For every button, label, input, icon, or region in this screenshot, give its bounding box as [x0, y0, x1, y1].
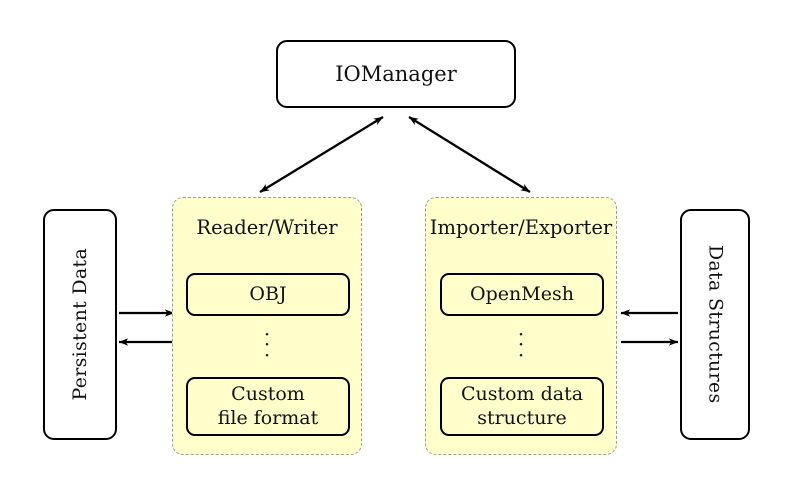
- panel-reader-writer[interactable]: Reader/Writer OBJ ··· Custom file format: [172, 197, 362, 455]
- custom-data-structure-line1: Custom data: [460, 383, 584, 406]
- custom-data-structure-line2: structure: [477, 406, 567, 429]
- node-persistent-data[interactable]: Persistent Data: [43, 209, 117, 440]
- custom-file-format-label: Custom file format: [218, 383, 319, 429]
- custom-data-structure-label: Custom data structure: [461, 383, 583, 429]
- node-custom-data-structure[interactable]: Custom data structure: [440, 377, 604, 436]
- persistent-data-label: Persistent Data: [68, 248, 91, 401]
- panel-reader-writer-title: Reader/Writer: [196, 216, 338, 239]
- iomanager-label: IOManager: [335, 61, 457, 86]
- reader-writer-ellipsis-icon: ···: [263, 322, 271, 367]
- panel-importer-exporter-title: Importer/Exporter: [429, 216, 613, 239]
- obj-label: OBJ: [249, 282, 287, 305]
- connector-iomanager-importerexporter: [408, 116, 531, 193]
- openmesh-label: OpenMesh: [470, 282, 574, 305]
- node-openmesh[interactable]: OpenMesh: [440, 273, 604, 316]
- panel-importer-exporter[interactable]: Importer/Exporter OpenMesh ··· Custom da…: [425, 197, 617, 455]
- importer-exporter-ellipsis-icon: ···: [517, 322, 525, 367]
- data-structures-label: Data Structures: [704, 245, 727, 404]
- custom-file-format-line1: Custom: [231, 383, 305, 406]
- node-obj[interactable]: OBJ: [186, 273, 350, 316]
- node-custom-file-format[interactable]: Custom file format: [186, 377, 350, 436]
- node-iomanager[interactable]: IOManager: [276, 40, 516, 108]
- connector-iomanager-readerwriter: [259, 116, 384, 193]
- custom-file-format-line2: file format: [217, 406, 319, 429]
- node-data-structures[interactable]: Data Structures: [680, 209, 750, 440]
